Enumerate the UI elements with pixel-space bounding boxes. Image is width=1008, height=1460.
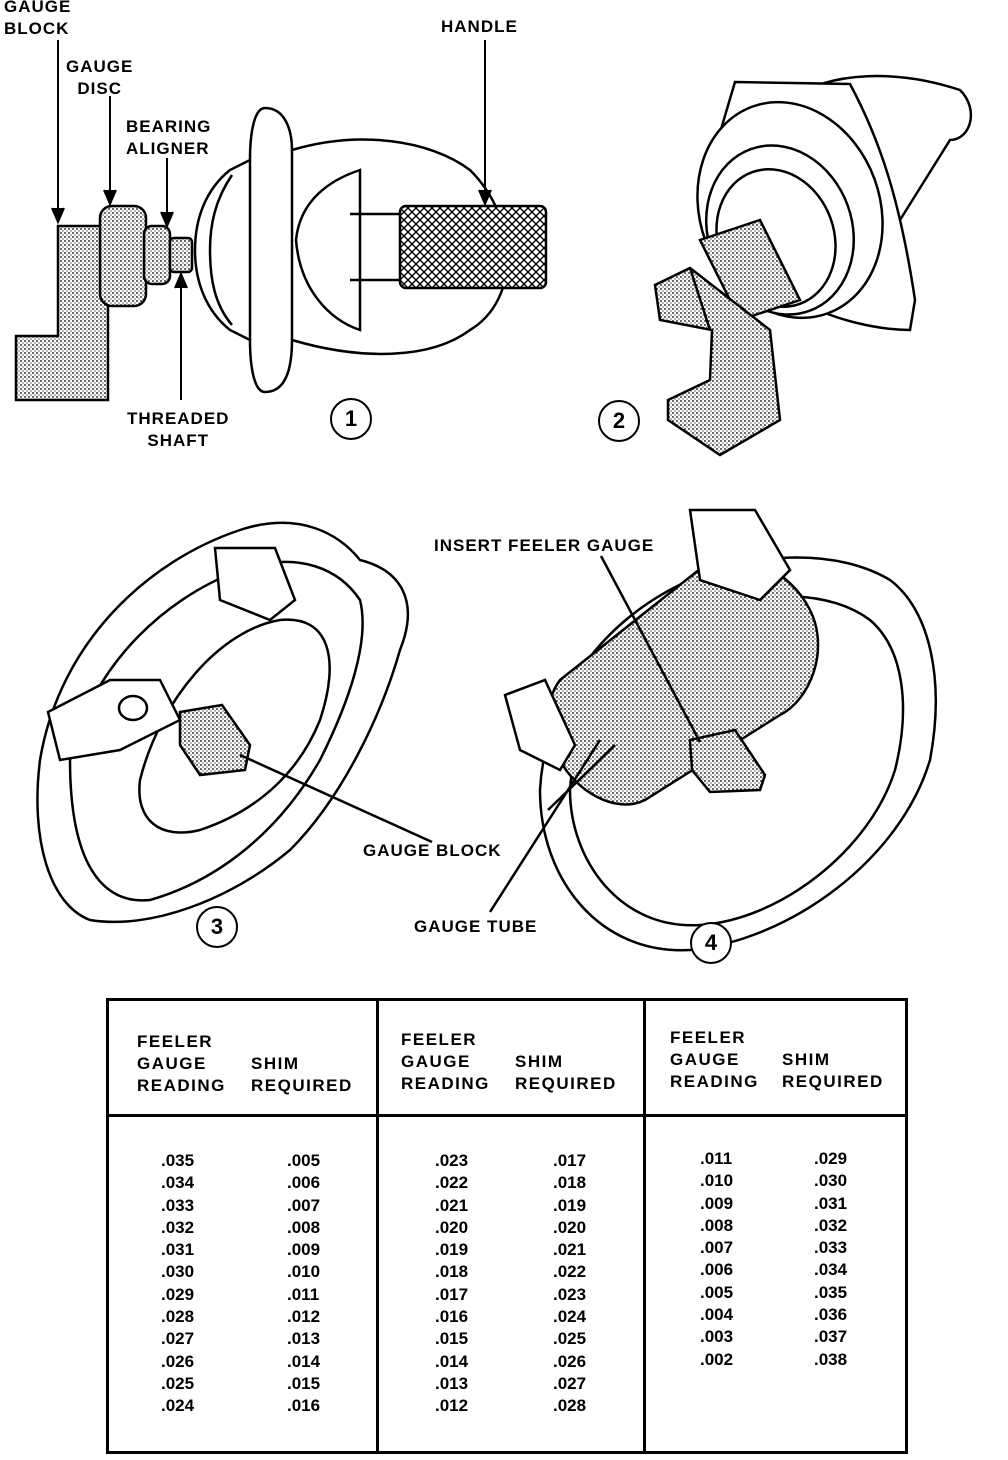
table-row: .027.013 xyxy=(161,1329,321,1349)
table-row: .014.026 xyxy=(435,1351,587,1371)
label-bearing-aligner: BEARING ALIGNER xyxy=(126,117,212,158)
table-row: .023.017 xyxy=(435,1151,587,1170)
label-insert-feeler-gauge: INSERT FEELER GAUGE xyxy=(434,536,655,555)
table-row: .017.023 xyxy=(435,1284,587,1304)
table-row: .022.018 xyxy=(435,1173,587,1193)
table-header: FEELER GAUGE READING SHIM REQUIRED xyxy=(109,1001,376,1117)
handle-shape xyxy=(398,204,548,290)
table-row: .034.006 xyxy=(161,1173,321,1193)
table-row: .010.030 xyxy=(700,1171,848,1191)
table-row: .007.033 xyxy=(700,1238,848,1258)
table-column-3: FEELER GAUGE READING SHIM REQUIRED .011.… xyxy=(643,1001,905,1451)
gauge-disc-shape xyxy=(98,204,148,308)
header-shim-required: SHIM REQUIRED xyxy=(515,1052,617,1093)
rows-col-3: .011.029 .010.030 .009.031 .008.032 .007… xyxy=(646,1149,905,1372)
threaded-shaft-shape xyxy=(168,236,194,274)
header-feeler-gauge-reading: FEELER GAUGE READING xyxy=(137,1032,226,1095)
label-gauge-block: GAUGE BLOCK xyxy=(4,0,72,38)
label-gauge-block-3: GAUGE BLOCK xyxy=(363,841,502,860)
table-row: .003.037 xyxy=(700,1327,848,1347)
table-row: .009.031 xyxy=(700,1193,848,1213)
table-row: .013.027 xyxy=(435,1373,587,1393)
figure-2-housing-view xyxy=(653,74,972,457)
header-feeler-gauge-reading: FEELER GAUGE READING xyxy=(670,1028,759,1091)
illustrations xyxy=(14,40,972,952)
rows-col-1: .035.005 .034.006 .033.007 .032.008 .031… xyxy=(109,1151,376,1419)
table-row: .033.007 xyxy=(161,1195,321,1215)
table-row: .005.035 xyxy=(700,1282,848,1302)
table-row: .006.034 xyxy=(700,1260,848,1280)
rows-col-2: .023.017 .022.018 .021.019 .020.020 .019… xyxy=(379,1151,643,1419)
table-row: .002.038 xyxy=(700,1349,848,1369)
table-row: .019.021 xyxy=(435,1240,587,1260)
table-row: .011.029 xyxy=(700,1149,848,1168)
table-row: .030.010 xyxy=(161,1262,321,1282)
table-column-2: FEELER GAUGE READING SHIM REQUIRED .023.… xyxy=(376,1001,643,1451)
table-row: .024.016 xyxy=(161,1396,321,1416)
figure-1-gauge-assembly xyxy=(14,106,548,402)
step-number-2: 2 xyxy=(598,400,640,442)
table-row: .035.005 xyxy=(161,1151,321,1170)
table-row: .025.015 xyxy=(161,1373,321,1393)
leader-lines-1 xyxy=(51,40,492,400)
table-row: .008.032 xyxy=(700,1215,848,1235)
table-row: .026.014 xyxy=(161,1351,321,1371)
label-gauge-disc: GAUGE DISC xyxy=(66,57,134,98)
table-header: FEELER GAUGE READING SHIM REQUIRED xyxy=(646,1001,905,1117)
step-number-4: 4 xyxy=(690,922,732,964)
table-row: .021.019 xyxy=(435,1195,587,1215)
figure-3-gauge-block-in-case xyxy=(36,521,433,924)
figure-4-feeler-gauge xyxy=(488,508,937,952)
bearing-aligner-shape xyxy=(142,224,172,286)
table-row: .020.020 xyxy=(435,1217,587,1237)
table-row: .031.009 xyxy=(161,1240,321,1260)
table-row: .029.011 xyxy=(161,1284,320,1304)
step-number-1: 1 xyxy=(330,398,372,440)
label-threaded-shaft: THREADED SHAFT xyxy=(127,409,230,450)
table-column-1: FEELER GAUGE READING SHIM REQUIRED .035.… xyxy=(109,1001,376,1451)
header-shim-required: SHIM REQUIRED xyxy=(251,1054,353,1095)
gauge-block-2 xyxy=(653,266,782,457)
table-row: .028.012 xyxy=(161,1307,321,1327)
table-row: .016.024 xyxy=(435,1307,587,1327)
table-row: .004.036 xyxy=(700,1305,848,1325)
table-row: .012.028 xyxy=(435,1396,587,1416)
step-number-3: 3 xyxy=(196,906,238,948)
gauge-block-3 xyxy=(178,703,252,777)
label-handle: HANDLE xyxy=(441,17,518,36)
table-header: FEELER GAUGE READING SHIM REQUIRED xyxy=(379,1001,643,1117)
label-gauge-tube: GAUGE TUBE xyxy=(414,917,538,936)
shim-table: FEELER GAUGE READING SHIM REQUIRED .035.… xyxy=(106,998,908,1454)
table-row: .032.008 xyxy=(161,1217,321,1237)
table-row: .015.025 xyxy=(435,1329,587,1349)
header-feeler-gauge-reading: FEELER GAUGE READING xyxy=(401,1030,490,1093)
header-shim-required: SHIM REQUIRED xyxy=(782,1050,884,1091)
gauge-block-4 xyxy=(688,728,767,794)
table-row: .018.022 xyxy=(435,1262,587,1282)
carrier-housing-1 xyxy=(193,106,509,394)
gauge-block-shape xyxy=(14,224,110,402)
